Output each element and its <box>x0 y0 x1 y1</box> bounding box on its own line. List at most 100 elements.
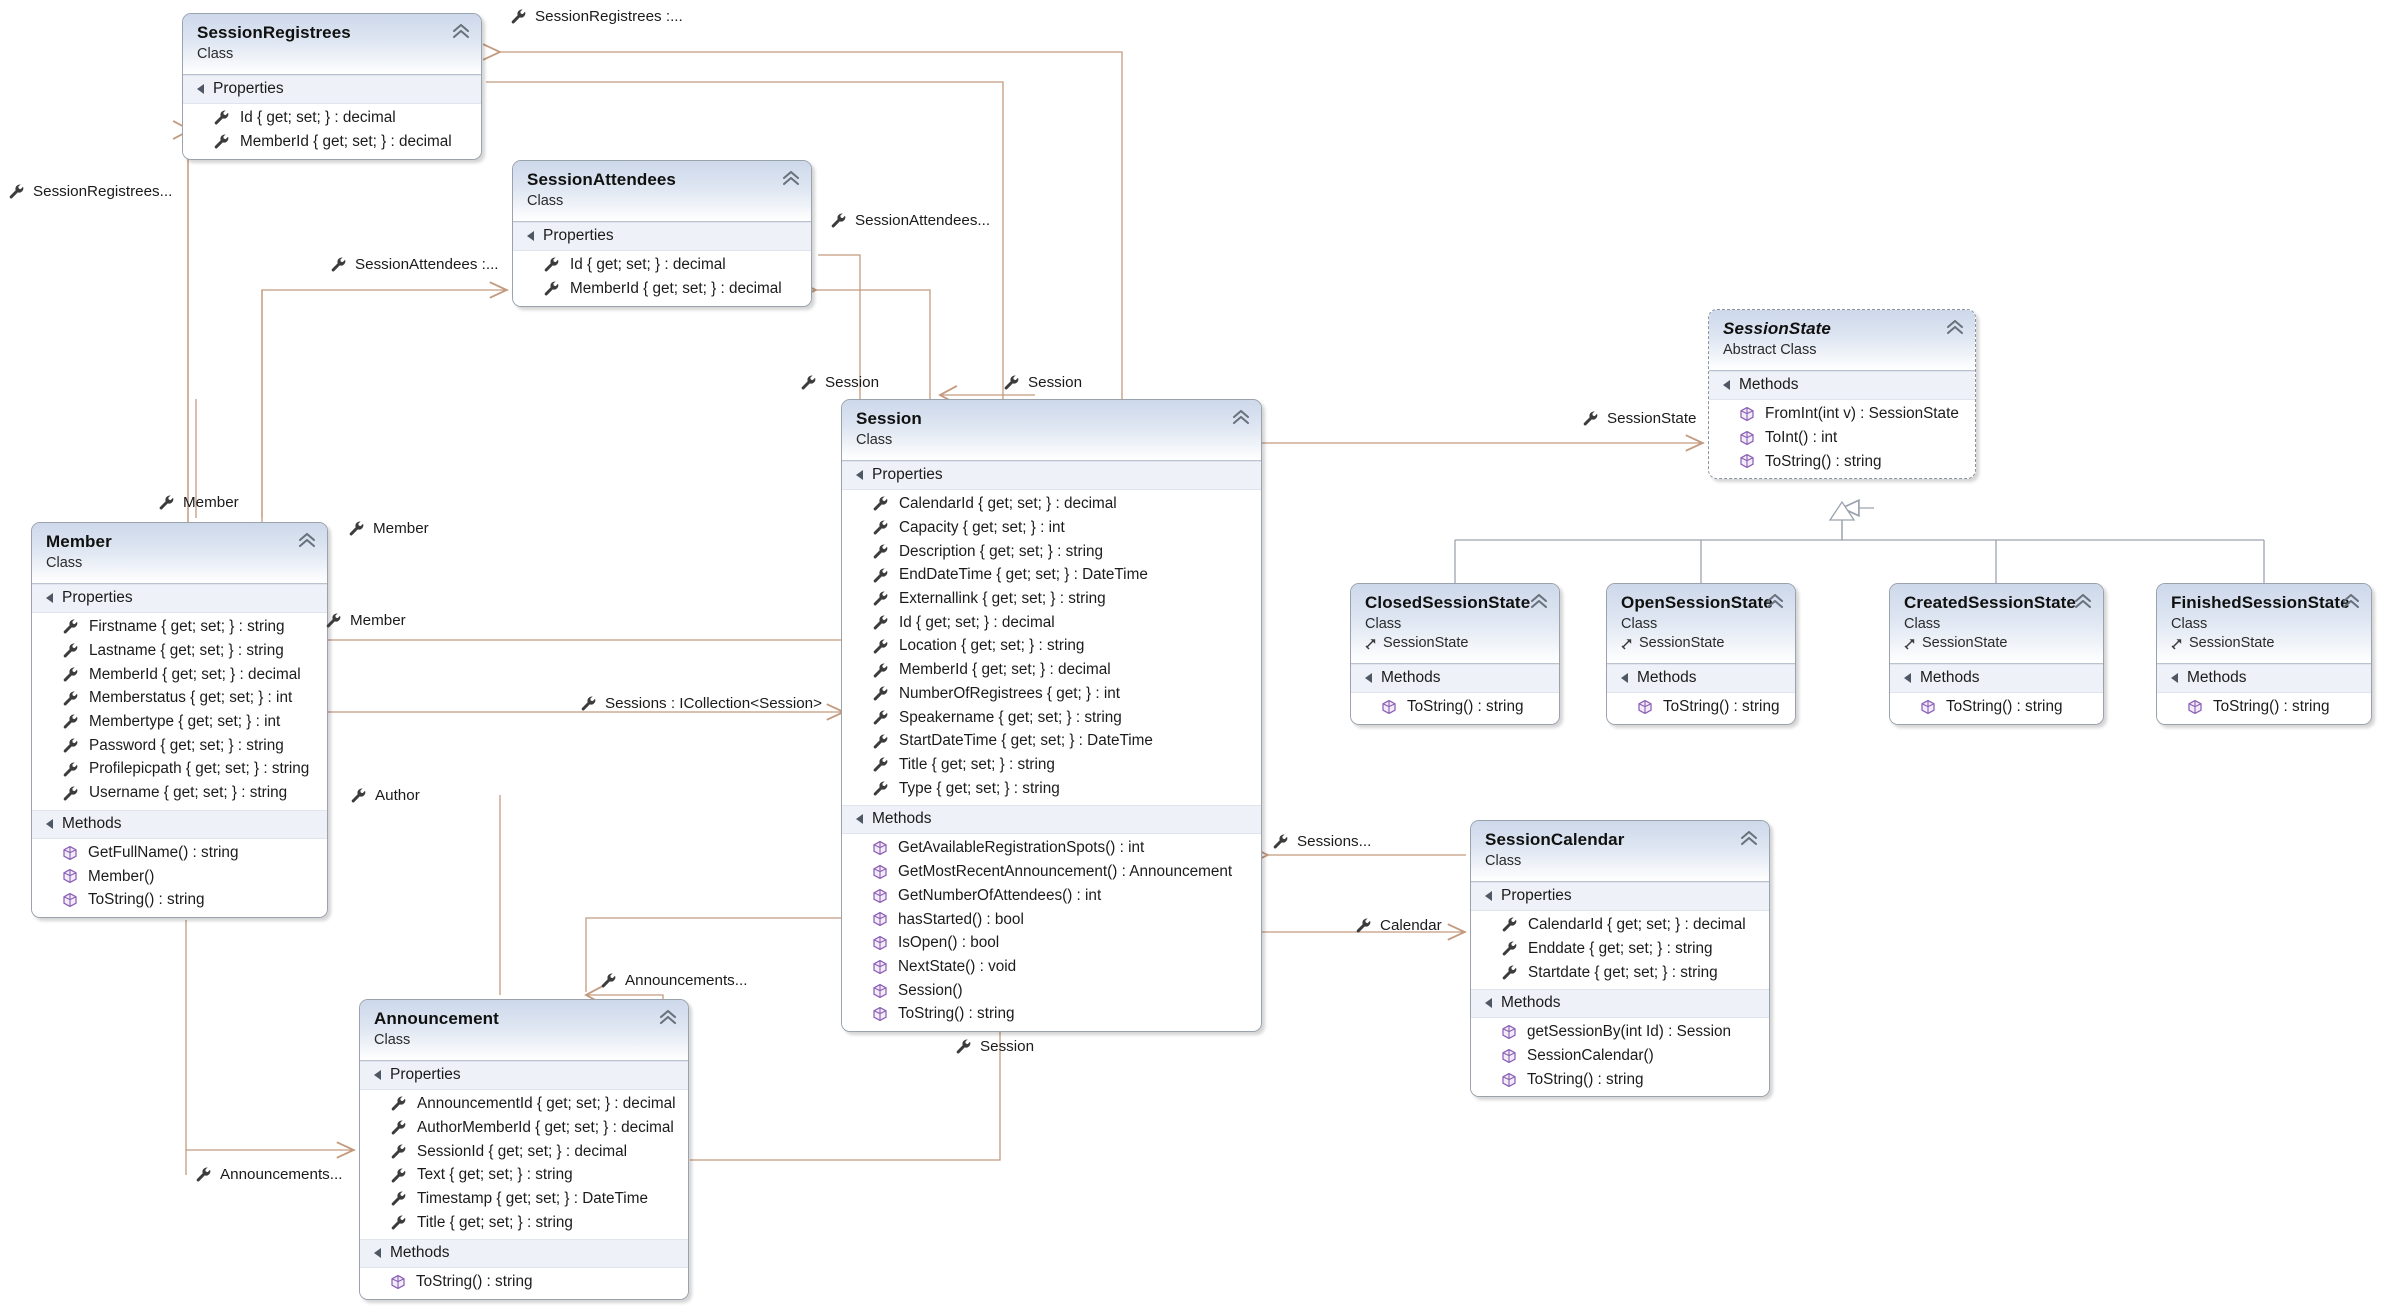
member-row[interactable]: ToString() : string <box>1890 695 2103 719</box>
association-label-l8[interactable]: Member <box>158 494 239 511</box>
member-row[interactable]: ToString() : string <box>1607 695 1795 719</box>
member-row[interactable]: Text { get; set; } : string <box>360 1163 688 1187</box>
section-header-properties[interactable]: Properties <box>1471 882 1769 912</box>
member-row[interactable]: Memberstatus { get; set; } : int <box>32 686 327 710</box>
member-row[interactable]: AuthorMemberId { get; set; } : decimal <box>360 1116 688 1140</box>
member-row[interactable]: GetMostRecentAnnouncement() : Announceme… <box>842 860 1261 884</box>
section-header-methods[interactable]: Methods <box>360 1239 688 1269</box>
association-label-l3[interactable]: SessionAttendees... <box>830 212 990 229</box>
collapse-chevron-icon[interactable] <box>297 532 317 550</box>
member-row[interactable]: getSessionBy(int Id) : Session <box>1471 1020 1769 1044</box>
member-row[interactable]: SessionId { get; set; } : decimal <box>360 1140 688 1164</box>
member-row[interactable]: GetNumberOfAttendees() : int <box>842 884 1261 908</box>
section-header-methods[interactable]: Methods <box>1890 663 2103 693</box>
collapse-chevron-icon[interactable] <box>781 170 801 188</box>
member-row[interactable]: SessionCalendar() <box>1471 1044 1769 1068</box>
member-row[interactable]: MemberId { get; set; } : decimal <box>183 130 481 154</box>
section-toggle-triangle-icon[interactable] <box>374 1248 381 1259</box>
member-row[interactable]: CalendarId { get; set; } : decimal <box>1471 913 1769 937</box>
association-label-l12[interactable]: Author <box>350 787 420 804</box>
member-row[interactable]: CalendarId { get; set; } : decimal <box>842 492 1261 516</box>
member-row[interactable]: Title { get; set; } : string <box>842 753 1261 777</box>
collapse-chevron-icon[interactable] <box>2341 593 2361 611</box>
association-label-l9[interactable]: Member <box>348 520 429 537</box>
association-label-l15[interactable]: Announcements... <box>600 972 747 989</box>
member-row[interactable]: IsOpen() : bool <box>842 931 1261 955</box>
member-row[interactable]: ToString() : string <box>32 888 327 912</box>
association-label-l16[interactable]: Session <box>955 1038 1034 1055</box>
section-header-properties[interactable]: Properties <box>32 584 327 614</box>
member-row[interactable]: Speakername { get; set; } : string <box>842 706 1261 730</box>
member-row[interactable]: Session() <box>842 979 1261 1003</box>
section-header-methods[interactable]: Methods <box>2157 663 2371 693</box>
member-row[interactable]: Startdate { get; set; } : string <box>1471 961 1769 985</box>
member-row[interactable]: Profilepicpath { get; set; } : string <box>32 757 327 781</box>
association-label-l5[interactable]: Session <box>800 374 879 391</box>
member-row[interactable]: MemberId { get; set; } : decimal <box>842 658 1261 682</box>
member-row[interactable]: StartDateTime { get; set; } : DateTime <box>842 729 1261 753</box>
member-row[interactable]: MemberId { get; set; } : decimal <box>32 663 327 687</box>
association-label-l17[interactable]: Announcements... <box>195 1166 342 1183</box>
section-header-methods[interactable]: Methods <box>1471 989 1769 1019</box>
association-label-l4[interactable]: SessionAttendees :... <box>330 256 499 273</box>
member-row[interactable]: ToString() : string <box>1351 695 1559 719</box>
section-toggle-triangle-icon[interactable] <box>46 593 53 604</box>
section-toggle-triangle-icon[interactable] <box>46 818 53 829</box>
section-header-properties[interactable]: Properties <box>183 75 481 105</box>
section-toggle-triangle-icon[interactable] <box>197 84 204 95</box>
member-row[interactable]: ToString() : string <box>360 1270 688 1294</box>
association-label-l1[interactable]: SessionRegistrees :... <box>510 8 683 25</box>
member-row[interactable]: hasStarted() : bool <box>842 908 1261 932</box>
member-row[interactable]: Externallink { get; set; } : string <box>842 587 1261 611</box>
section-header-properties[interactable]: Properties <box>513 222 811 252</box>
member-row[interactable]: NextState() : void <box>842 955 1261 979</box>
section-toggle-triangle-icon[interactable] <box>2171 672 2178 683</box>
association-label-l2[interactable]: SessionRegistrees... <box>8 183 172 200</box>
association-label-l14[interactable]: Calendar <box>1355 917 1442 934</box>
collapse-chevron-icon[interactable] <box>658 1009 678 1027</box>
member-row[interactable]: Member() <box>32 865 327 889</box>
association-label-l13[interactable]: Sessions... <box>1272 833 1371 850</box>
member-row[interactable]: Username { get; set; } : string <box>32 781 327 805</box>
member-row[interactable]: Type { get; set; } : string <box>842 777 1261 801</box>
section-toggle-triangle-icon[interactable] <box>856 814 863 825</box>
section-toggle-triangle-icon[interactable] <box>856 470 863 481</box>
collapse-chevron-icon[interactable] <box>1231 409 1251 427</box>
section-toggle-triangle-icon[interactable] <box>374 1070 381 1081</box>
section-toggle-triangle-icon[interactable] <box>1485 891 1492 902</box>
association-label-l10[interactable]: Member <box>325 612 406 629</box>
member-row[interactable]: GetAvailableRegistrationSpots() : int <box>842 836 1261 860</box>
section-header-methods[interactable]: Methods <box>1607 663 1795 693</box>
collapse-chevron-icon[interactable] <box>1765 593 1785 611</box>
association-label-l11[interactable]: Sessions : ICollection<Session> <box>580 695 822 712</box>
section-toggle-triangle-icon[interactable] <box>1621 672 1628 683</box>
member-row[interactable]: MemberId { get; set; } : decimal <box>513 277 811 301</box>
member-row[interactable]: ToInt() : int <box>1709 426 1975 450</box>
member-row[interactable]: Membertype { get; set; } : int <box>32 710 327 734</box>
section-toggle-triangle-icon[interactable] <box>1904 672 1911 683</box>
section-header-methods[interactable]: Methods <box>842 805 1261 835</box>
member-row[interactable]: FromInt(int v) : SessionState <box>1709 402 1975 426</box>
member-row[interactable]: Firstname { get; set; } : string <box>32 615 327 639</box>
member-row[interactable]: Enddate { get; set; } : string <box>1471 937 1769 961</box>
collapse-chevron-icon[interactable] <box>451 23 471 41</box>
collapse-chevron-icon[interactable] <box>1529 593 1549 611</box>
member-row[interactable]: ToString() : string <box>1471 1068 1769 1092</box>
